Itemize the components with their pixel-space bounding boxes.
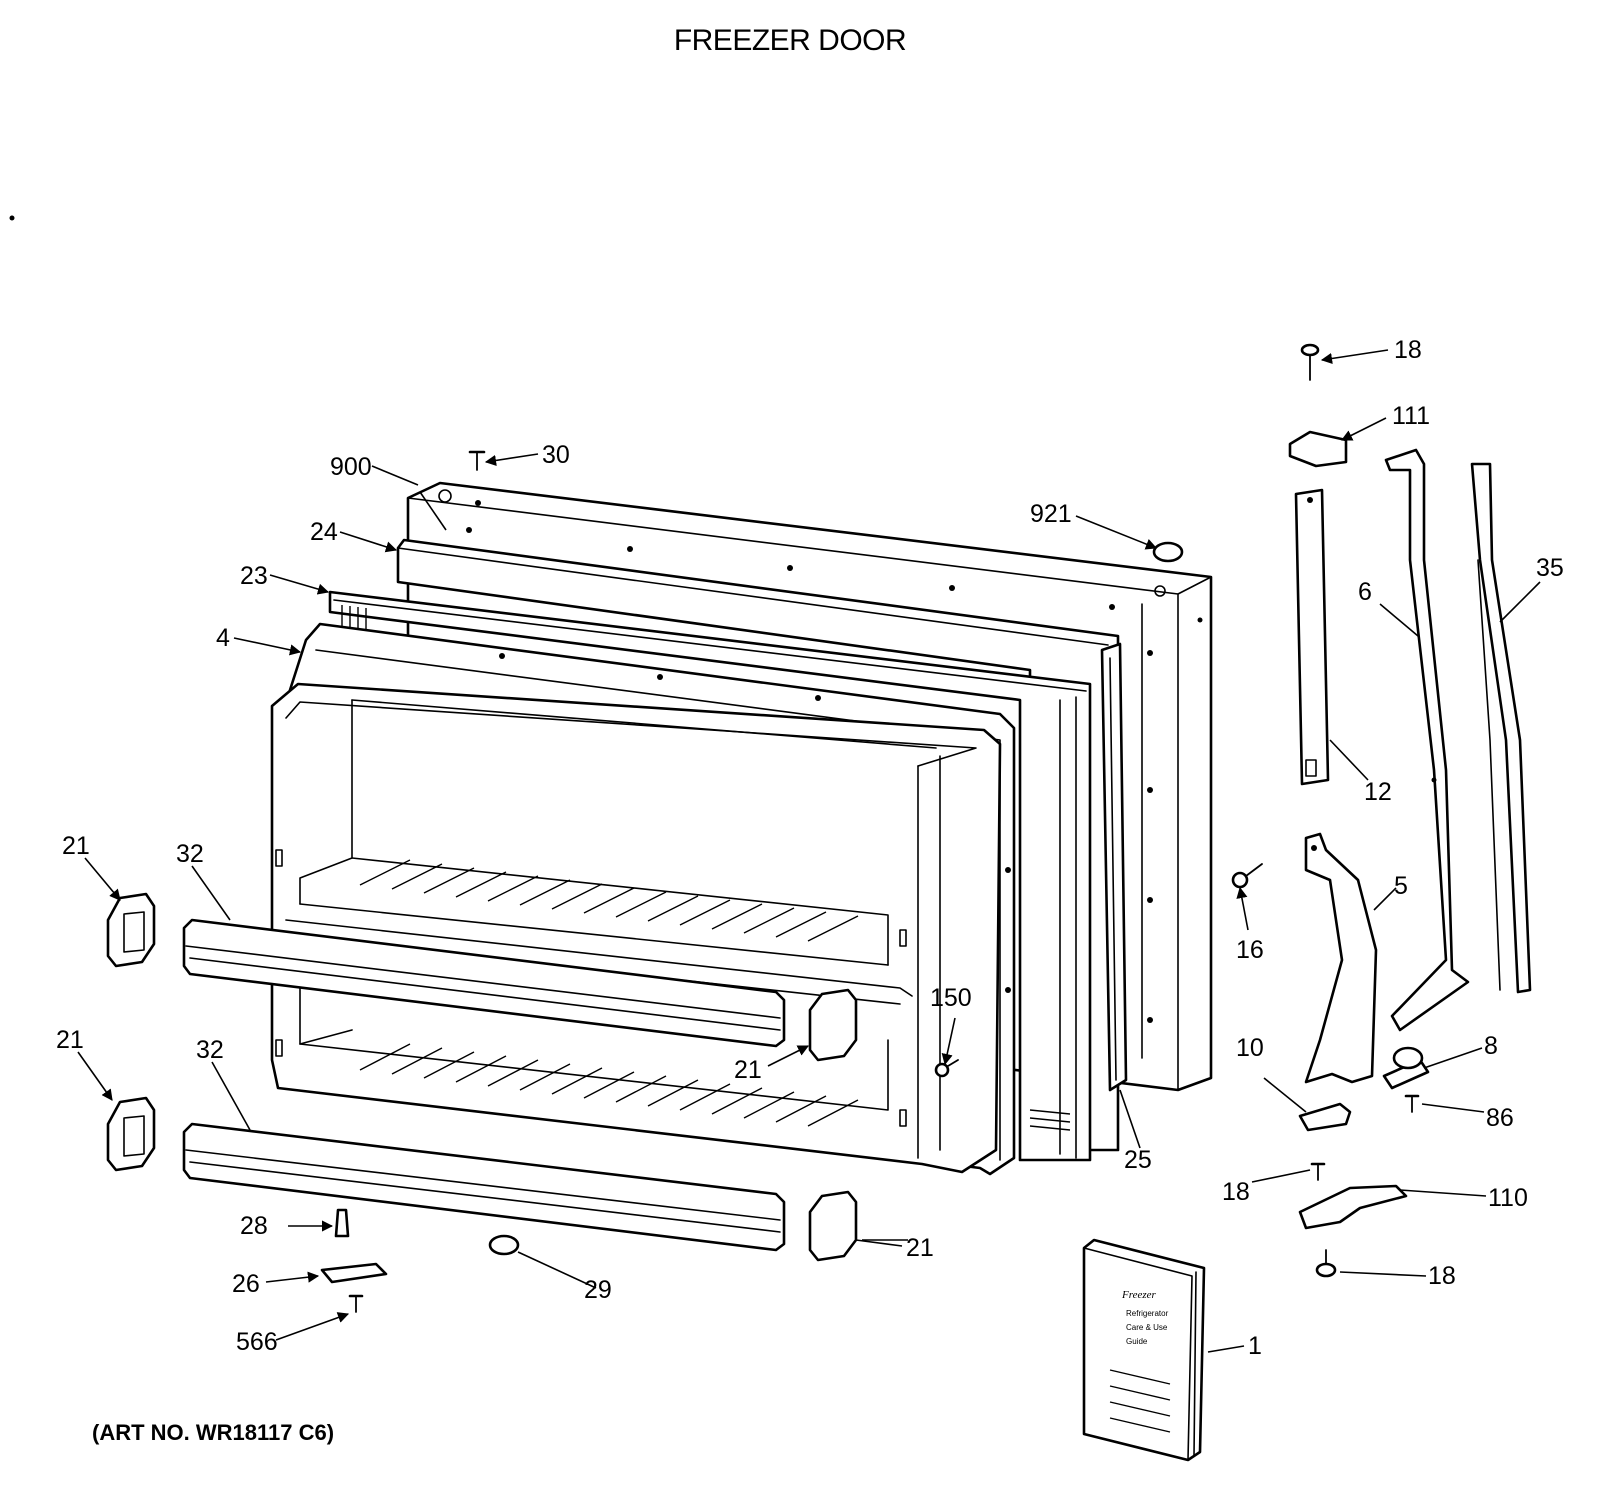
screw-icon bbox=[348, 1294, 364, 1313]
manual-title-line: Freezer bbox=[1121, 1289, 1157, 1301]
top-hinge bbox=[1288, 430, 1348, 468]
callout-label: 28 bbox=[240, 1212, 268, 1240]
callout-label: 18 bbox=[1394, 336, 1422, 364]
diagram-title: FREEZER DOOR bbox=[674, 24, 906, 57]
side-trim bbox=[1470, 462, 1532, 994]
plug-button bbox=[488, 1234, 520, 1256]
callout-label: 21 bbox=[906, 1234, 934, 1262]
callout-label: 150 bbox=[930, 984, 972, 1012]
leader-lines bbox=[77, 349, 1541, 1353]
screw-icon bbox=[1310, 1162, 1326, 1181]
manual-text-line: Refrigerator bbox=[1126, 1309, 1169, 1318]
callout-label: 4 bbox=[216, 624, 230, 652]
lower-hinge-plate bbox=[1298, 1102, 1352, 1132]
bumper-icon bbox=[334, 1208, 350, 1238]
callout-label: 110 bbox=[1488, 1184, 1528, 1212]
manual-text-line: Guide bbox=[1126, 1337, 1148, 1346]
screw-icon bbox=[1315, 1249, 1337, 1278]
callout-label: 900 bbox=[330, 453, 372, 481]
screw-icon bbox=[468, 450, 486, 471]
callout-label: 921 bbox=[1030, 500, 1072, 528]
callout-label: 16 bbox=[1236, 936, 1264, 964]
callout-label: 24 bbox=[310, 518, 338, 546]
callout-label: 25 bbox=[1124, 1146, 1152, 1174]
shelf-rail-lower bbox=[182, 1122, 786, 1252]
callout-label: 32 bbox=[176, 840, 204, 868]
callout-label: 26 bbox=[232, 1270, 260, 1298]
callout-labels: 18 111 30 900 921 24 23 6 35 4 12 21 32 … bbox=[56, 336, 1564, 1360]
door-handle bbox=[1304, 832, 1378, 1084]
callout-label: 12 bbox=[1364, 778, 1392, 806]
callout-label: 35 bbox=[1536, 554, 1564, 582]
handle-trim bbox=[1384, 448, 1470, 1032]
callout-label: 21 bbox=[56, 1026, 84, 1054]
bottom-hinge bbox=[1298, 1184, 1408, 1230]
callout-label: 566 bbox=[236, 1328, 278, 1356]
art-number: (ART NO. WR18117 C6) bbox=[92, 1420, 334, 1445]
manual-text-line: Care & Use bbox=[1126, 1323, 1168, 1332]
callout-label: 5 bbox=[1394, 872, 1408, 900]
callout-label: 18 bbox=[1428, 1262, 1456, 1290]
handle-bracket bbox=[1382, 1046, 1430, 1090]
callout-label: 18 bbox=[1222, 1178, 1250, 1206]
bracket-plate bbox=[320, 1262, 388, 1284]
owner-manual: Freezer Refrigerator Care & Use Guide bbox=[1082, 1238, 1206, 1462]
stray-mark bbox=[9, 215, 15, 221]
handle-mount-bar bbox=[1294, 488, 1330, 786]
rail-end-cap-upper-left bbox=[106, 892, 156, 968]
callout-label: 30 bbox=[542, 441, 570, 469]
screw-icon bbox=[1300, 343, 1320, 381]
callout-label: 86 bbox=[1486, 1104, 1514, 1132]
callout-label: 32 bbox=[196, 1036, 224, 1064]
screw-icon bbox=[1404, 1094, 1420, 1113]
callout-label: 6 bbox=[1358, 578, 1372, 606]
callout-label: 111 bbox=[1392, 402, 1430, 430]
callout-label: 23 bbox=[240, 562, 268, 590]
door-liner-shelves bbox=[270, 682, 1002, 1174]
rail-end-cap-lower-right bbox=[808, 1190, 858, 1262]
shelf-rail-upper bbox=[182, 918, 786, 1048]
callout-label: 21 bbox=[734, 1056, 762, 1084]
callout-label: 10 bbox=[1236, 1034, 1264, 1062]
rail-end-cap-lower-left bbox=[106, 1096, 156, 1172]
callout-label: 29 bbox=[584, 1276, 612, 1304]
door-edge-strip bbox=[1100, 642, 1128, 1092]
rail-end-cap-upper-right bbox=[808, 988, 858, 1062]
screw-icon bbox=[1231, 863, 1263, 889]
callout-label: 21 bbox=[62, 832, 90, 860]
plug-button bbox=[1152, 541, 1184, 563]
door-gasket bbox=[328, 538, 1120, 1162]
callout-label: 8 bbox=[1484, 1032, 1498, 1060]
callout-label: 1 bbox=[1248, 1332, 1262, 1360]
